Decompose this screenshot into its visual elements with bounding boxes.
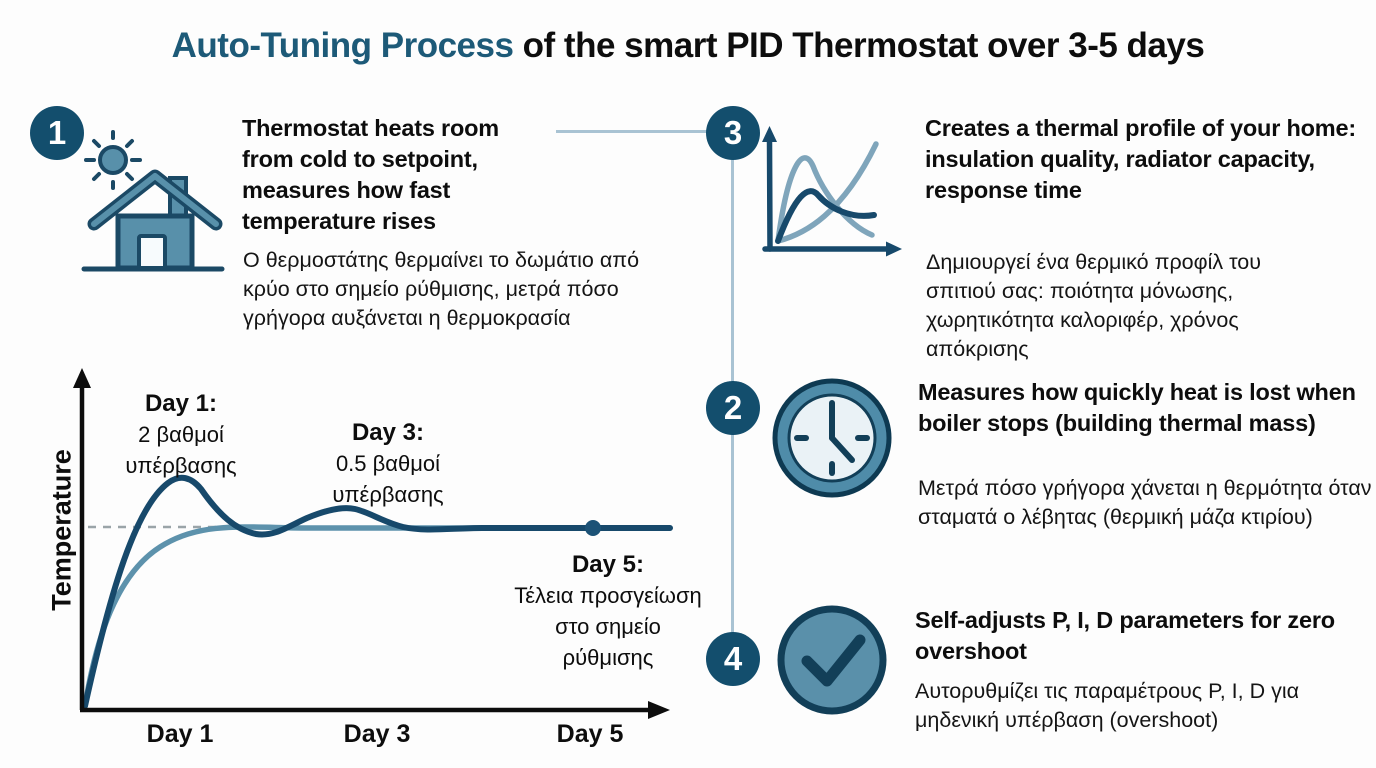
step-1-heading: Thermostat heats room from cold to setpo… [242,115,499,234]
clock-icon [772,378,892,498]
annotation-day5-title: Day 5: [571,551,645,578]
step-4-heading: Self-adjusts P, I, D parameters for zero… [915,607,1335,664]
annotation-day3-title: Day 3: [351,419,425,446]
step-4-greek-text: Αυτορυθμίζει τις παραμέτρους P, I, D για… [915,679,1300,732]
day5-marker-dot [585,520,601,536]
y-axis-label: Temperature [46,449,77,611]
annotation-day5-line2: στο σημείο [555,614,661,639]
x-axis-arrow [648,701,670,719]
tuning-response-curve [82,474,673,709]
x-tick-day3: Day 3 [343,720,411,748]
step-4-number-badge: 4 [706,632,760,686]
annotation-day5-line1: Τέλεια προσγείωση [514,583,702,608]
y-axis-arrow [73,368,91,388]
annotation-day1-line1: 2 βαθμοί [138,422,224,447]
step-1-greek-text: Ο θερμοστάτης θερμαίνει το δωμάτιο από κ… [243,248,640,330]
x-tick-day1: Day 1 [146,720,214,748]
annotation-day3-line1: 0.5 βαθμοί [335,451,441,476]
checkmark-icon [777,605,887,715]
house-sun-icon [81,130,225,272]
annotation-day1-title: Day 1: [144,390,218,417]
annotation-day3: Day 3: 0.5 βαθμοί υπέρβασης [332,417,443,510]
annotation-day1-line2: υπέρβασης [125,453,237,478]
step-3-heading: Creates a thermal profile of your home: … [925,115,1356,203]
annotation-day5: Day 5: Τέλεια προσγείωση στο σημείο ρύθμ… [514,549,702,673]
page-title: Auto-Tuning Process of the smart PID The… [0,26,1376,66]
x-tick-day5: Day 5 [556,720,624,748]
annotation-day5-line3: ρύθμισης [562,645,654,670]
step-2-heading: Measures how quickly heat is lost when b… [918,379,1356,436]
page-title-rest: of the smart PID Thermostat over 3-5 day… [513,26,1205,65]
step-3-greek-text: Δημιουργεί ένα θερμικό προφίλ του σπιτιο… [926,250,1261,361]
connector-horizontal [556,130,708,133]
step-1-number-badge: 1 [30,106,84,160]
step-2-number-badge: 2 [706,381,760,435]
mini-chart-icon [762,126,902,257]
annotation-day1: Day 1: 2 βαθμοί υπέρβασης [125,388,236,481]
step-2-greek-text: Μετρά πόσο γρήγορα χάνεται η θερμότητα ό… [918,476,1372,529]
page-title-highlight: Auto-Tuning Process [171,26,514,65]
step-3-number-badge: 3 [706,106,760,160]
annotation-day3-line2: υπέρβασης [332,482,444,507]
temperature-chart [73,368,673,719]
